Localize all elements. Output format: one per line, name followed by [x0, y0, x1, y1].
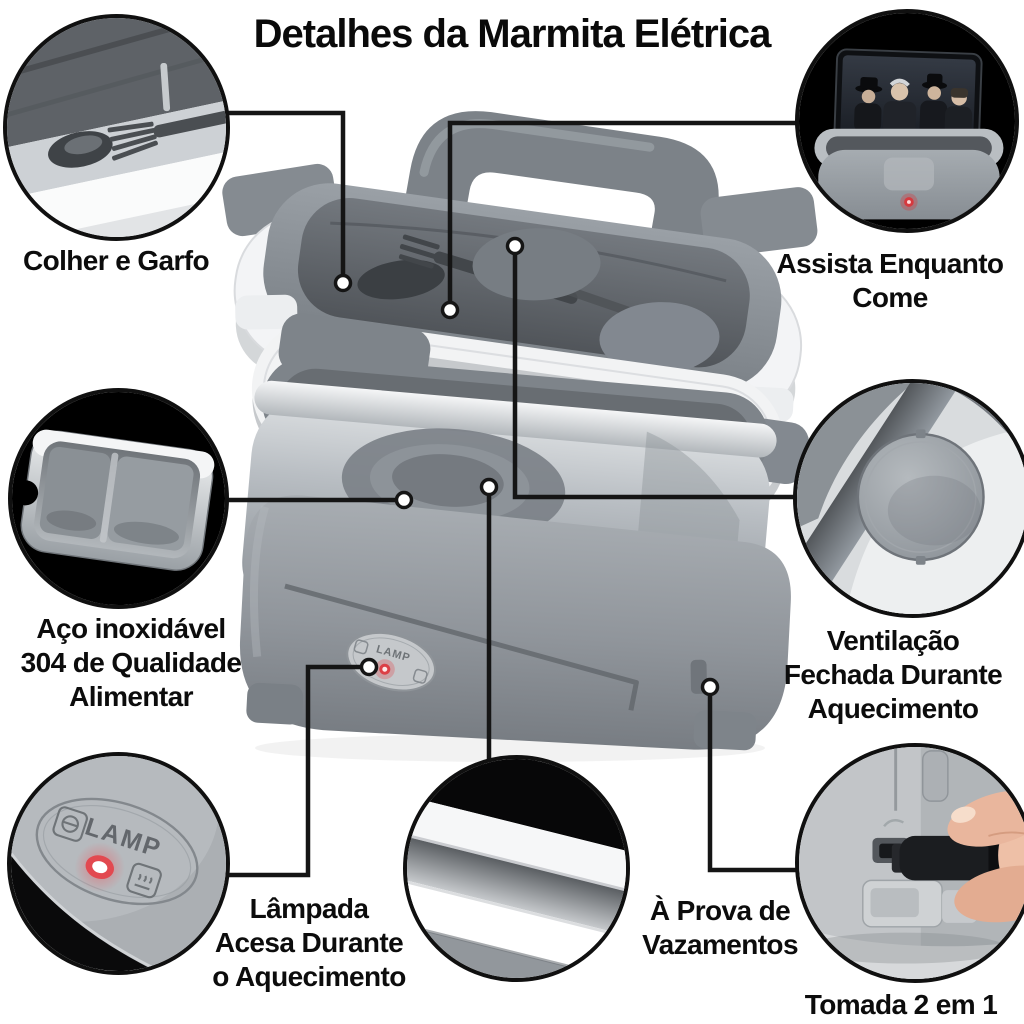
callout-watch-circle: [795, 9, 1019, 233]
callout-plug-label: Tomada 2 em 1: [804, 989, 998, 1020]
leader-watch: [447, 120, 801, 310]
lamp-panel: LAMP: [35, 797, 199, 906]
callout-lamp-label: Lâmpada Acesa Durante o Aquecimento: [212, 893, 406, 992]
callout-cutlery-label: Colher e Garfo: [22, 245, 210, 276]
led-indicator: [74, 842, 125, 893]
anchor-dots: [333, 236, 720, 697]
callout-steel-circle: [8, 388, 229, 609]
vent-dome-icon: [797, 383, 1024, 614]
keep-fresh-icon: [52, 806, 88, 842]
lid-assembly: [233, 183, 803, 439]
callout-vent-circle: [793, 379, 1024, 618]
handle-pad-right: [599, 302, 720, 375]
heating-icon: [126, 862, 162, 899]
leader-vent: [512, 246, 799, 500]
outer-body: LAMP: [240, 495, 791, 751]
marmita-exploded-product: LAMP: [222, 110, 818, 878]
callout-plug-circle: [795, 743, 1024, 983]
phone-screen: [833, 48, 983, 144]
leader-plug: [707, 687, 801, 873]
callout-leak-label: À Prova de Vazamentos: [642, 895, 798, 960]
callout-lamp-circle: LAMP: [7, 752, 230, 975]
lunchbox-holder: [814, 128, 1004, 220]
callout-steel-label: Aço inoxidável 304 de Qualidade Alimenta…: [20, 613, 242, 712]
page-title: Detalhes da Marmita Elétrica: [253, 12, 772, 56]
leader-lamp: [226, 664, 369, 878]
steel-container-icon: [12, 392, 225, 605]
front-groove: [284, 583, 639, 711]
handle-pad-left: [472, 228, 601, 301]
leader-cutlery: [224, 110, 346, 283]
callout-vent-label: Ventilação Fechada Durante Aquecimento: [783, 625, 1003, 724]
lamp-indicator-icon: LAMP: [11, 756, 226, 971]
leader-lines: [224, 110, 801, 878]
seal-gasket-icon: [407, 759, 626, 978]
phone-video-icon: [799, 13, 1015, 229]
callout-watch-label: Assista Enquanto Come: [776, 248, 1004, 313]
power-plug-icon: [799, 747, 1024, 979]
callout-seal-circle: [403, 755, 630, 982]
